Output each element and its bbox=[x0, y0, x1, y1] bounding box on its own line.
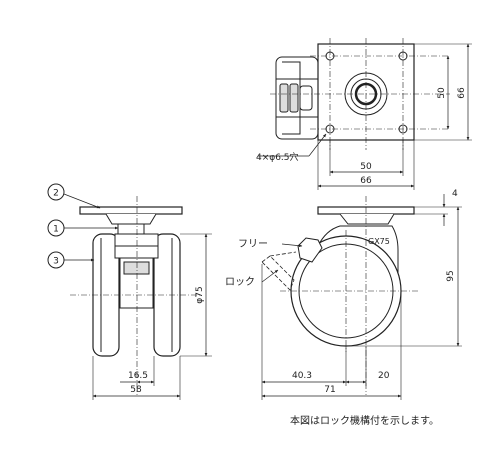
dim-holes-width: 50 bbox=[360, 162, 372, 172]
dim-diameter: φ75 bbox=[195, 286, 205, 303]
callout-circle bbox=[47, 183, 65, 201]
label-lock: ロック bbox=[225, 276, 255, 288]
callout-circle bbox=[47, 251, 65, 269]
callout-2: 2 bbox=[53, 189, 59, 199]
dim-side-height: 95 bbox=[446, 270, 456, 281]
callout-circle bbox=[47, 219, 65, 237]
dim-outer-height: 66 bbox=[457, 87, 467, 99]
dim-front-width: 58 bbox=[130, 385, 142, 395]
top-view bbox=[258, 38, 472, 190]
drawing-note: 本図はロック機構付を示します。 bbox=[290, 414, 439, 427]
hole-note: 4×φ6.5穴 bbox=[256, 151, 299, 163]
front-view bbox=[47, 183, 212, 400]
callout-3: 3 bbox=[53, 257, 59, 267]
mounting-plate-front bbox=[79, 206, 183, 215]
dim-plate-thickness: 4 bbox=[452, 189, 458, 199]
dim-half-width: 16.5 bbox=[128, 371, 148, 381]
dim-side-offset2: 20 bbox=[378, 371, 390, 381]
callout-1: 1 bbox=[53, 225, 59, 235]
dim-side-offset: 40.3 bbox=[292, 371, 312, 381]
label-free: フリー bbox=[238, 239, 268, 250]
lock-pedal-phantom bbox=[261, 255, 295, 291]
dim-holes-height: 50 bbox=[437, 87, 447, 99]
model-mark: GX75 bbox=[368, 237, 390, 246]
dim-side-total: 71 bbox=[324, 385, 335, 395]
side-view bbox=[261, 194, 462, 400]
lock-pedal bbox=[297, 237, 323, 263]
dim-outer-width: 66 bbox=[360, 176, 372, 186]
